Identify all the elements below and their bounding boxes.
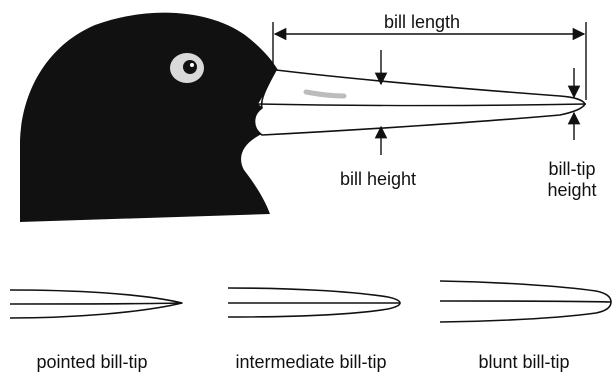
pointed-bill-tip-shape bbox=[10, 290, 182, 318]
bill-length-label: bill length bbox=[384, 12, 460, 32]
bill-height-label: bill height bbox=[340, 169, 416, 189]
intermediate-bill-tip-label: intermediate bill-tip bbox=[235, 352, 386, 372]
intermediate-bill-tip-shape bbox=[228, 288, 400, 317]
bill-tip-height-label-line1: bill-tip bbox=[548, 159, 595, 179]
bill-tip-height-label-line2: height bbox=[547, 180, 596, 200]
bill-shape bbox=[255, 70, 586, 135]
pointed-bill-tip-label: pointed bill-tip bbox=[36, 352, 147, 372]
eye-icon bbox=[170, 53, 204, 83]
blunt-bill-tip-label: blunt bill-tip bbox=[478, 352, 569, 372]
bird-head-silhouette bbox=[20, 13, 278, 222]
blunt-bill-tip-shape bbox=[440, 281, 611, 322]
